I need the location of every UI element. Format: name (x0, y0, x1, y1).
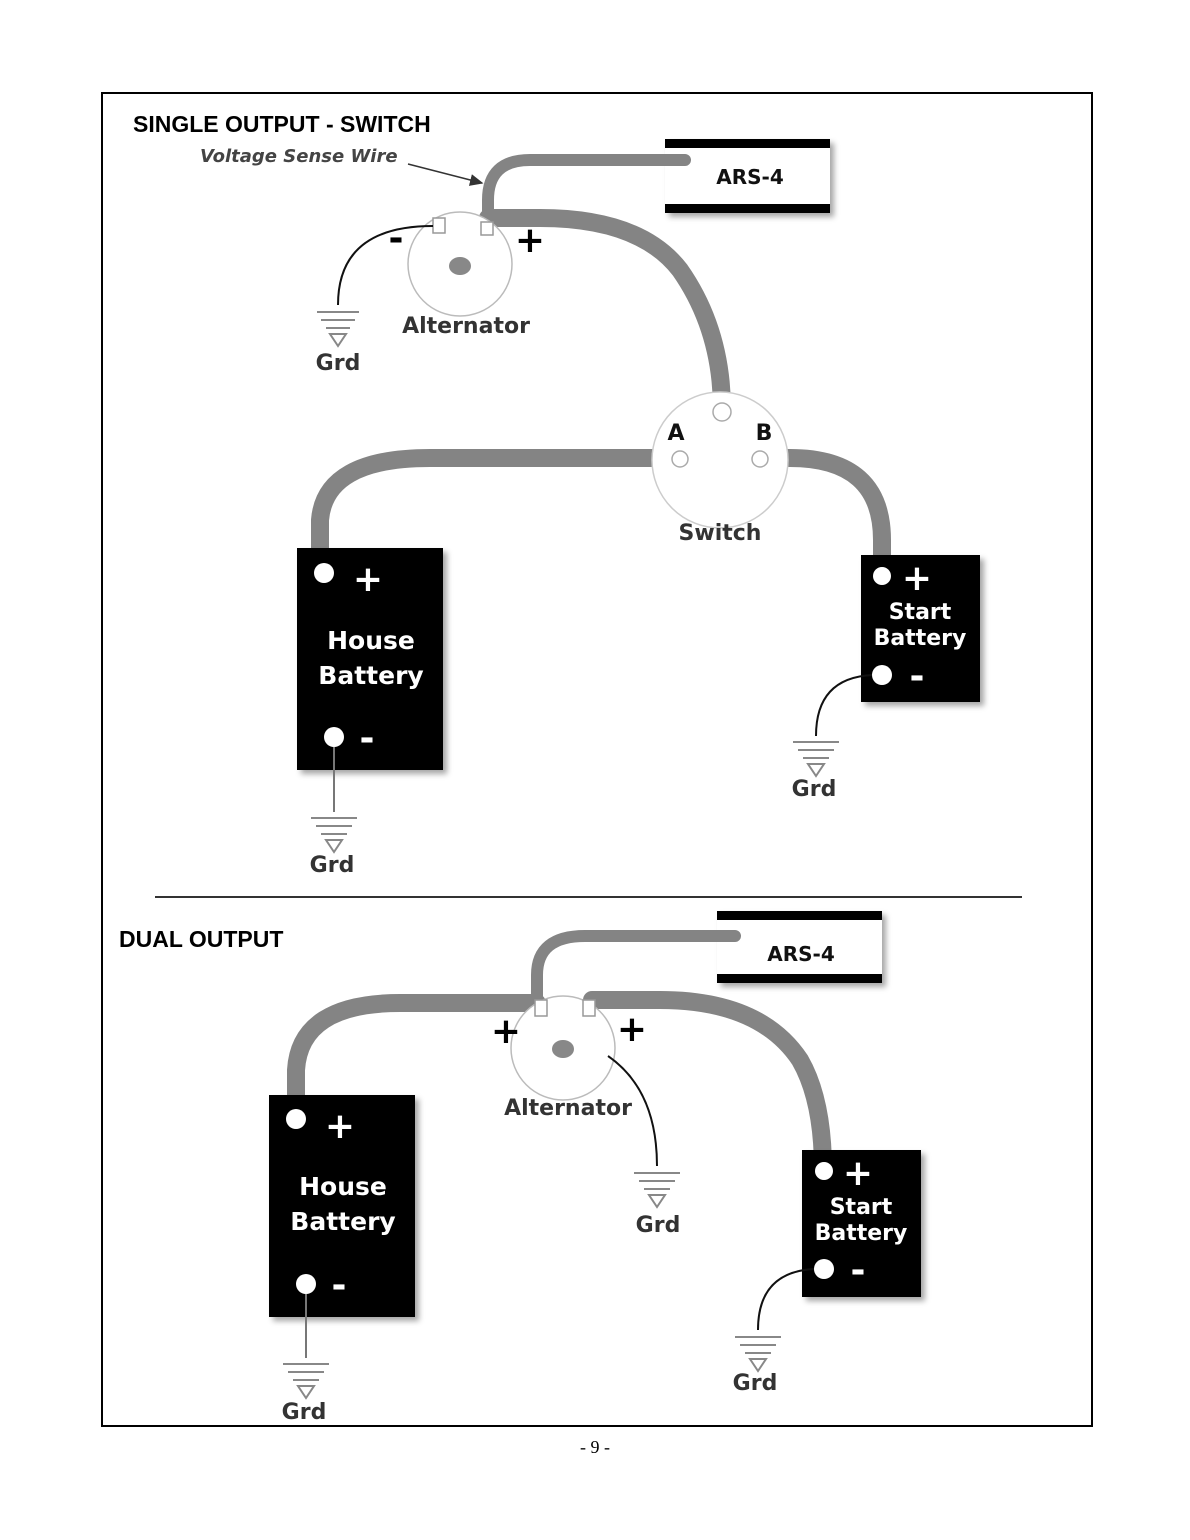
house-battery-neg-terminal (296, 1274, 316, 1294)
single-output-section: SINGLE OUTPUT - SWITCH Voltage Sense Wir… (133, 111, 980, 878)
diagram-frame (101, 92, 1093, 1427)
arrow-icon (407, 163, 484, 186)
ground-label: Grd (733, 1371, 778, 1396)
switch-a-label: A (667, 421, 684, 446)
ground-symbol-icon (317, 311, 359, 348)
start-battery-pos-terminal (873, 567, 891, 585)
alternator-shaft (449, 257, 471, 275)
alternator-to-start-cable (583, 991, 832, 1179)
alternator-terminal-neg (432, 217, 446, 234)
house-battery-neg-terminal (324, 727, 344, 747)
switch-b-to-start-cable (753, 449, 891, 587)
house-battery-pos-sign: + (325, 1106, 355, 1147)
ground-symbol-icon (283, 1363, 329, 1400)
start-battery-label-line2: Battery (874, 626, 967, 651)
start-battery-label-line1: Start (830, 1195, 893, 1220)
voltage-sense-wire (482, 154, 691, 228)
page-number: - 9 - (580, 1437, 610, 1457)
alternator-label: Alternator (504, 1096, 632, 1121)
house-battery-label-line1: House (299, 1172, 387, 1201)
switch-common-terminal (712, 402, 732, 422)
ground-symbol-icon (735, 1336, 781, 1373)
alternator-terminal-left (534, 999, 548, 1017)
start-battery-ground-wire (815, 674, 873, 737)
ground-label: Grd (792, 777, 837, 802)
ground-label: Grd (316, 351, 361, 376)
voltage-sense-label: Voltage Sense Wire (200, 146, 398, 167)
ground-label: Grd (636, 1213, 681, 1238)
house-battery-label-line2: Battery (318, 661, 423, 690)
ground-symbol-icon (634, 1172, 680, 1209)
switch-terminal-a (671, 450, 689, 468)
alternator-terminal-right (582, 999, 596, 1017)
regulator-label: ARS-4 (767, 942, 835, 966)
house-battery-label-line1: House (327, 626, 415, 655)
switch-a-to-house-cable (311, 449, 685, 581)
dual-output-title: DUAL OUTPUT (119, 926, 283, 952)
start-battery-neg-terminal (872, 665, 892, 685)
single-output-title: SINGLE OUTPUT - SWITCH (133, 111, 431, 137)
house-battery-pos-sign: + (353, 559, 383, 600)
regulator-ars4 (665, 139, 830, 213)
house-battery (297, 548, 443, 770)
start-battery-neg-sign: - (851, 1250, 866, 1291)
alternator-ground-wire (337, 225, 434, 306)
alternator-pos-sign-left: + (491, 1011, 521, 1052)
ground-symbol-icon (311, 817, 357, 854)
house-battery-neg-sign: - (332, 1265, 347, 1306)
start-battery-label-line2: Battery (815, 1221, 908, 1246)
alternator-pos-sign-right: + (617, 1009, 647, 1050)
start-battery-pos-sign: + (902, 558, 932, 599)
start-battery-neg-sign: - (910, 656, 925, 697)
switch-b-label: B (756, 421, 773, 446)
battery-switch (651, 391, 789, 529)
alternator-ground-wire (607, 1055, 658, 1167)
dual-output-section: DUAL OUTPUT ARS-4 + + Alternator Grd (119, 911, 921, 1425)
house-battery-pos-terminal (286, 1109, 306, 1129)
alternator-terminal-pos (480, 221, 494, 236)
alternator-neg-sign: - (389, 218, 404, 259)
alternator-label: Alternator (402, 314, 530, 339)
house-battery-neg-sign: - (360, 718, 375, 759)
alternator-to-house-cable (287, 994, 546, 1127)
switch-terminal-b (751, 450, 769, 468)
ground-label: Grd (282, 1400, 327, 1425)
start-battery-pos-terminal (815, 1162, 833, 1180)
regulator-ars4 (717, 911, 882, 983)
start-battery-neg-terminal (814, 1259, 834, 1279)
start-battery-label-line1: Start (889, 600, 952, 625)
alternator-to-switch-cable (479, 209, 731, 419)
alternator-shaft (552, 1040, 574, 1058)
switch-label: Switch (679, 521, 762, 546)
voltage-sense-wire (531, 930, 741, 1009)
start-battery-ground-wire (757, 1268, 815, 1331)
regulator-label: ARS-4 (716, 165, 784, 189)
ground-label: Grd (310, 853, 355, 878)
ground-symbol-icon (793, 741, 839, 778)
house-battery-label-line2: Battery (290, 1207, 395, 1236)
start-battery-pos-sign: + (843, 1153, 873, 1194)
house-battery-pos-terminal (314, 563, 334, 583)
alternator-pos-sign: + (515, 220, 545, 261)
house-battery (269, 1095, 415, 1317)
